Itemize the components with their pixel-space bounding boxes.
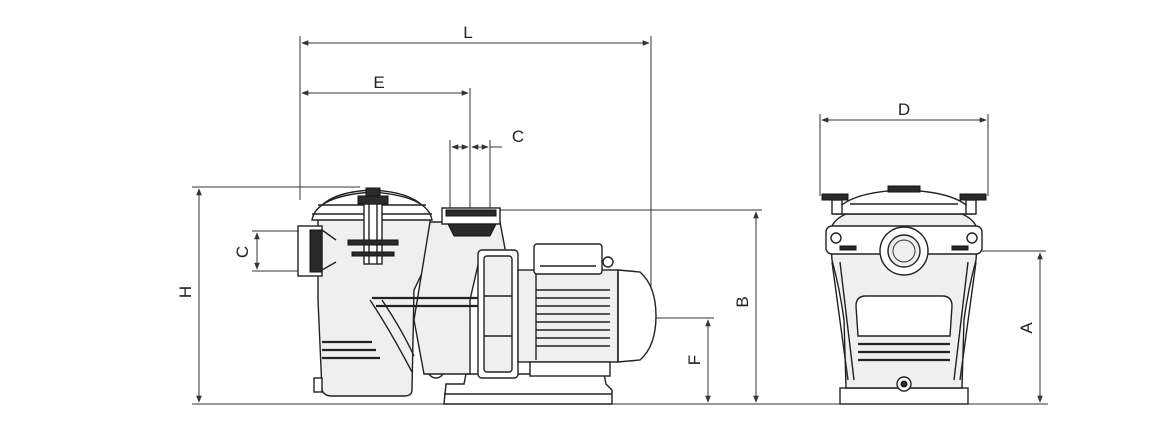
- label-b: B: [733, 296, 752, 307]
- label-l: L: [463, 23, 472, 42]
- front-lid: [832, 189, 976, 215]
- pump-front-view: [821, 185, 987, 405]
- label-e: E: [373, 73, 384, 92]
- front-window: [855, 295, 953, 337]
- label-f: F: [685, 355, 704, 365]
- front-lid-knob-right: [959, 193, 987, 201]
- label-h: H: [176, 286, 195, 298]
- label-c-side: C: [233, 246, 252, 258]
- label-d: D: [898, 100, 910, 119]
- terminal-box: [533, 243, 603, 275]
- label-a: A: [1017, 322, 1036, 334]
- label-c-top: C: [512, 127, 524, 146]
- front-lid-knob-left: [821, 193, 849, 201]
- pump-side-view: [297, 187, 657, 405]
- pump-base: [443, 373, 613, 405]
- lid-handle: [357, 195, 389, 205]
- motor-body: [517, 269, 619, 363]
- fan-cover: [617, 269, 657, 363]
- motor-cooling-fins: [536, 289, 610, 347]
- side-view-dimensions: L E C H C B F: [176, 23, 1048, 405]
